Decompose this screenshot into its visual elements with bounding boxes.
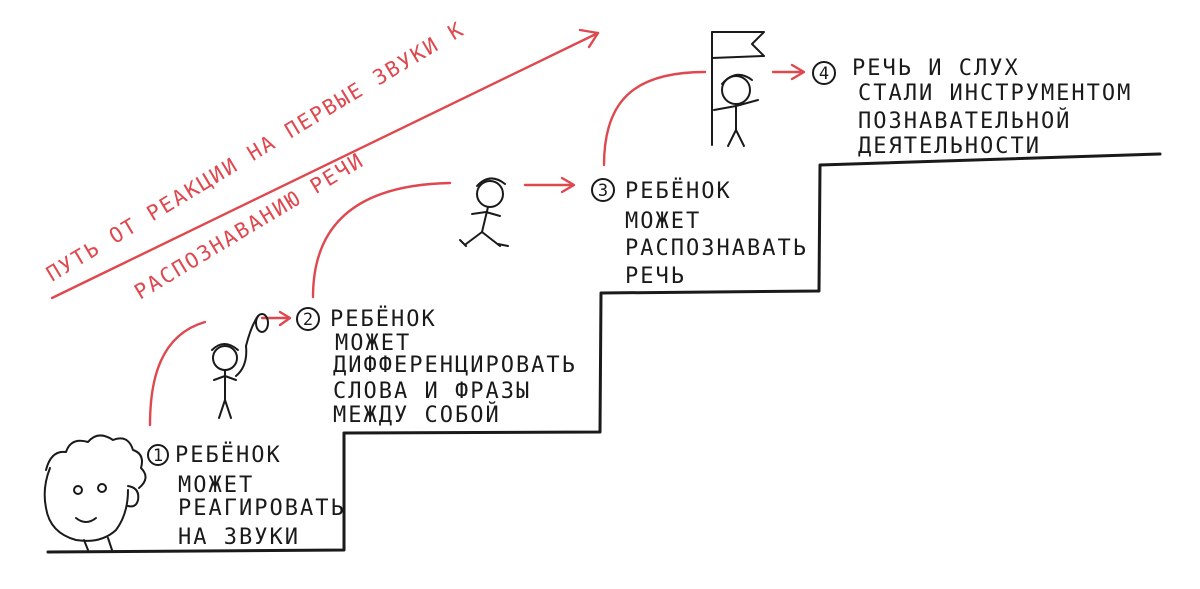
staircase [46, 152, 1162, 554]
step-1: 1 РЕБЁНОК МОЖЕТ РЕАГИРОВАТЬ НА ЗВУКИ [147, 442, 346, 550]
step-3-number-circle [591, 178, 615, 202]
step-4-line-3: ПОЗНАВАТЕЛЬНОЙ [858, 108, 1071, 134]
step-1-line-4: НА ЗВУКИ [178, 525, 300, 550]
step-3: 3 РЕБЁНОК МОЖЕТ РАСПОЗНАВАТЬ РЕЧЬ [591, 178, 808, 289]
step-4-number-circle [812, 61, 836, 85]
step-3-line-3: РАСПОЗНАВАТЬ [625, 236, 808, 261]
step-1-number-circle [147, 444, 169, 466]
baby-face-icon [43, 434, 147, 551]
child-with-balloon-icon [211, 313, 269, 419]
step-2-number: 2 [303, 310, 313, 330]
step-3-line-1: РЕБЁНОК [625, 178, 732, 204]
step-4-line-2: СТАЛИ ИНСТРУМЕНТОМ [858, 81, 1132, 106]
step-2-line-1: РЕБЁНОК [330, 306, 437, 332]
arrow-step3-to-step4 [602, 63, 806, 167]
step-1-line-3: РЕАГИРОВАТЬ [178, 496, 346, 521]
step-1-line-1: РЕБЁНОК [175, 442, 282, 468]
step-2-line-3: ДИФФЕРЕНЦИРОВАТЬ [333, 353, 577, 378]
step-1-line-2: МОЖЕТ [178, 473, 254, 498]
arrow-step2-to-step3 [311, 176, 576, 299]
step-4-line-1: РЕЧЬ И СЛУХ [852, 56, 1020, 81]
running-child-icon [459, 177, 509, 247]
step-3-line-4: РЕЧЬ [625, 264, 686, 289]
step-2: 2 РЕБЁНОК МОЖЕТ ДИФФЕРЕНЦИРОВАТЬ СЛОВА И… [296, 306, 577, 428]
step-1-number: 1 [153, 446, 163, 466]
step-2-number-circle [296, 307, 320, 331]
step-3-number: 3 [598, 181, 608, 201]
step-2-line-2: МОЖЕТ [335, 331, 411, 356]
path-title-line1: ПУТЬ ОТ РЕАКЦИИ НА ПЕРВЫЕ ЗВУКИ К [42, 17, 469, 286]
step-2-line-5: МЕЖДУ СОБОЙ [333, 402, 501, 428]
step-2-line-4: СЛОВА И ФРАЗЫ [333, 379, 531, 404]
path-arrow [50, 28, 600, 300]
step-4-number: 4 [819, 64, 829, 84]
step-4: 4 РЕЧЬ И СЛУХ СТАЛИ ИНСТРУМЕНТОМ ПОЗНАВА… [812, 56, 1132, 159]
step-4-line-4: ДЕЯТЕЛЬНОСТИ [858, 134, 1041, 159]
step-3-line-2: МОЖЕТ [625, 209, 701, 234]
child-with-flag-icon [711, 31, 765, 147]
